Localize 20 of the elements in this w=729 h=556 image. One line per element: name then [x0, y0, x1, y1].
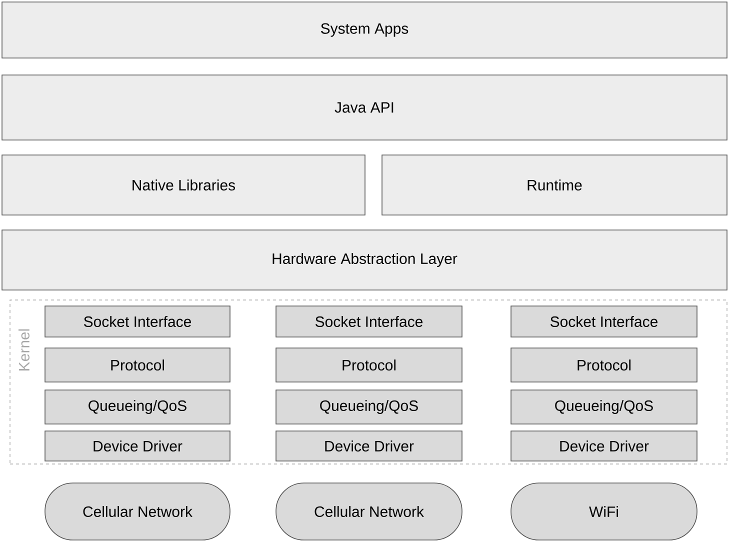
module-box: Queueing/QoS	[510, 390, 698, 424]
module-box: Socket Interface	[276, 306, 462, 338]
module-box: Queueing/QoS	[44, 390, 230, 424]
network-pill: Cellular Network	[276, 482, 462, 540]
module-box: Device Driver	[510, 430, 698, 462]
module-box: Socket Interface	[44, 306, 230, 338]
module-box: Device Driver	[44, 430, 230, 462]
module-box: Device Driver	[276, 430, 462, 462]
layer-box: Native Libraries	[2, 154, 366, 216]
module-box: Protocol	[510, 348, 698, 382]
layer-box: Runtime	[382, 154, 728, 216]
layer-box: Java API	[2, 74, 728, 140]
module-box: Protocol	[276, 348, 462, 382]
module-box: Queueing/QoS	[276, 390, 462, 424]
layer-box: System Apps	[2, 2, 728, 58]
module-box: Protocol	[44, 348, 230, 382]
module-box: Socket Interface	[510, 306, 698, 338]
layer-box: Hardware Abstraction Layer	[2, 230, 728, 290]
network-pill: Cellular Network	[44, 482, 230, 540]
network-pill: WiFi	[510, 482, 698, 540]
